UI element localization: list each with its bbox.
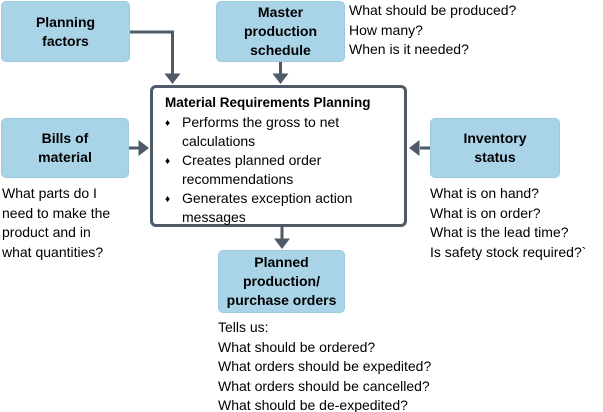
mrp-title: Material Requirements Planning [165,95,371,110]
note-line: How many? [349,21,423,38]
arrow-mrp-to-planned [274,227,290,249]
arrow-mps-to-mrp [272,62,289,84]
mrp-bullet-text: Performs the gross to net calculations [182,114,340,149]
note-line: Is safety stock required?` [430,243,587,260]
note-line: What is on order? [430,204,541,221]
mrp-bullet-text: Creates planned order recommendations [182,152,322,187]
diamond-bullet-icon: ♦ [165,156,171,167]
output-notes: Tells us: What should be ordered? What o… [218,318,431,412]
box-label-line: status [474,149,516,165]
arrow-bom-to-mrp [129,140,149,156]
box-label-line: schedule [250,42,311,58]
note-line: What orders should be expedited? [218,358,432,374]
note-line: When is it needed? [349,41,469,57]
note-line: what quantities? [2,243,104,260]
bills-of-material-box: Bills of material [1,118,129,178]
mrp-bullet: ♦ Creates planned order recommendations [165,151,404,189]
box-label-line: Master [257,4,304,20]
arrow-inventory-to-mrp [409,140,430,156]
box-label-line: material [38,149,92,165]
box-label-line: production/ [243,273,320,289]
diamond-bullet-icon: ♦ [165,194,171,205]
master-production-schedule-box: Master production schedule [216,1,345,62]
planning-factors-box: Planning factors [1,1,130,62]
note-line: What should be ordered? [218,338,376,355]
note-line: need to make the [2,204,111,221]
note-line: What orders should be cancelled? [218,377,430,394]
note-line: What parts do I [2,185,97,201]
mrp-bullet: ♦ Performs the gross to net calculations [165,113,404,151]
mrp-bullet: ♦ Generates exception action messages [165,189,404,227]
note-line: What is on hand? [430,185,539,201]
box-label-line: purchase orders [226,292,337,308]
note-line: product and in [2,224,91,240]
box-label-line: factors [42,32,89,49]
mrp-bullet-text: Generates exception action messages [182,190,353,225]
note-line: What should be de-expedited? [218,397,408,412]
diamond-bullet-icon: ♦ [165,118,171,129]
note-line: What is the lead time? [430,224,569,240]
note-line: What should be produced? [349,2,517,18]
inventory-questions-note: What is on hand? What is on order? What … [430,184,586,262]
box-label-line: Planning [35,13,96,30]
box-label-line: Planned [254,254,309,270]
box-label-line: production [243,23,318,39]
inventory-status-box: Inventory status [430,118,560,178]
box-label-line: Bills of [41,130,89,146]
bom-questions-note: What parts do I need to make the product… [2,184,110,262]
planned-orders-box: Planned production/ purchase orders [218,250,345,313]
note-line: Tells us: [218,319,269,335]
arrow-planning-to-mrp [130,30,181,84]
mrp-process-box: Material Requirements Planning ♦ Perform… [150,85,407,227]
box-label-line: Inventory [463,130,527,146]
mps-questions-note: What should be produced? How many? When … [349,1,516,60]
